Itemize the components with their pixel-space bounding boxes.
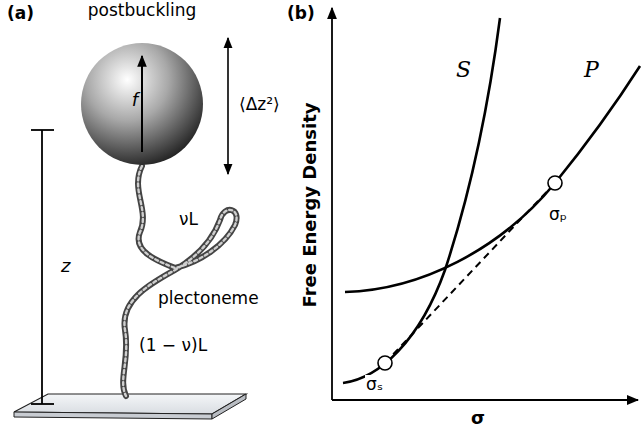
glass-slide-side (212, 394, 246, 419)
point-label: σₛ (365, 375, 384, 394)
s-curve (343, 18, 500, 383)
axis-title: Free Energy Density (300, 102, 320, 309)
z-bracket (31, 130, 54, 404)
point-label: σₚ (548, 205, 568, 224)
glass-slide (14, 394, 246, 414)
axis-title: σ (470, 408, 486, 428)
part-label: plectoneme (157, 289, 260, 308)
coexistence-point (378, 356, 392, 370)
panel-label: (b) (286, 4, 316, 23)
force-arrow (141, 56, 143, 152)
curve-label: S (455, 58, 472, 82)
length-label: νL (178, 210, 199, 229)
bead-sphere (80, 42, 204, 166)
extension-label: z (60, 256, 71, 276)
common-tangent (385, 183, 555, 363)
axes (332, 8, 638, 400)
curve-label: P (583, 58, 600, 82)
free-energy-curves (343, 18, 640, 383)
panel-label: (a) (6, 4, 35, 23)
state-label: postbuckling (87, 1, 197, 20)
fluctuation-label: ⟨Δz²⟩ (238, 95, 281, 114)
length-label: (1 − ν)L (138, 336, 208, 355)
p-curve (345, 66, 640, 292)
glass-slide-edge (14, 412, 212, 419)
bead: f (80, 42, 204, 166)
fluctuation-arrow (227, 38, 229, 174)
dna-strand (123, 166, 236, 396)
coexistence-point (548, 176, 562, 190)
force-label: f (132, 90, 138, 110)
